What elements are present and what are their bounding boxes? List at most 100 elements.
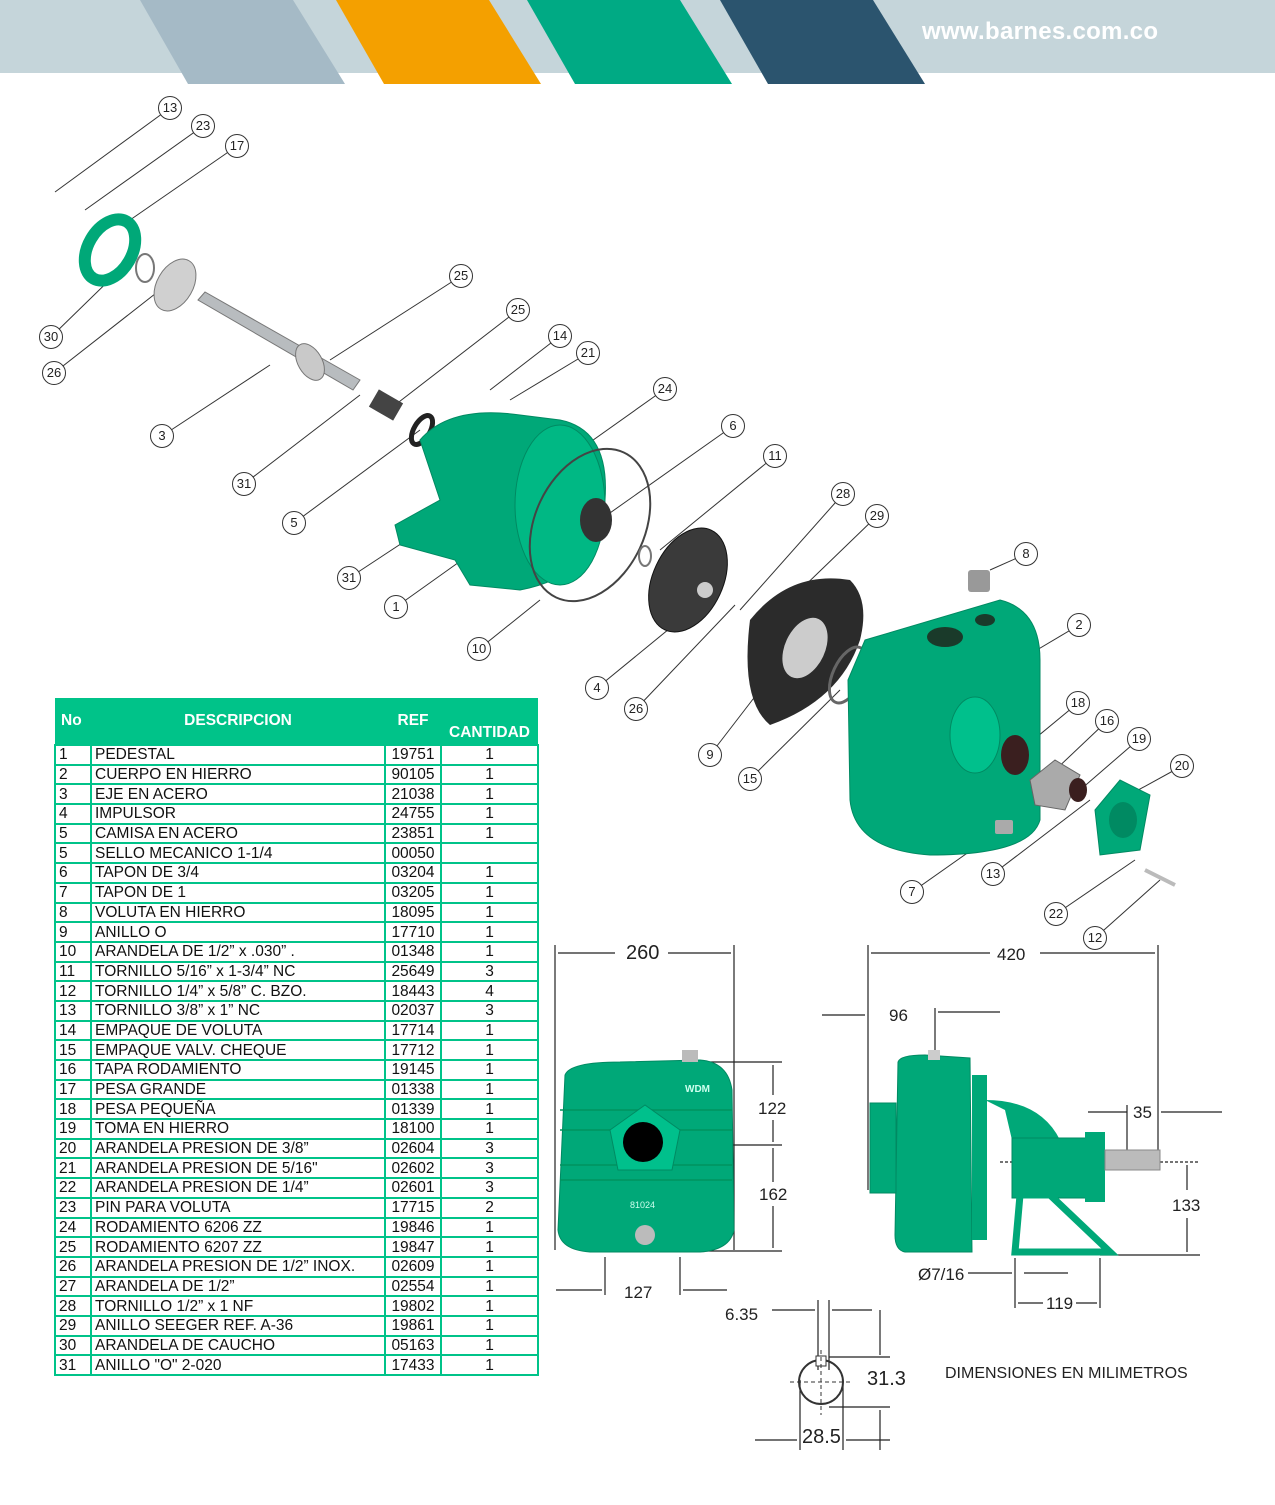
table-header-row: No DESCRIPCION REF CANTIDAD bbox=[55, 698, 538, 745]
part-number: 10 bbox=[54, 940, 92, 963]
part-reference: 19751 bbox=[384, 744, 442, 766]
callout-leader-line bbox=[129, 145, 238, 221]
part-callout: 28 bbox=[831, 482, 855, 506]
part-description: ARANDELA PRESION DE 3/8” bbox=[90, 1137, 386, 1160]
part-quantity: 1 bbox=[440, 1078, 539, 1101]
part-number: 11 bbox=[54, 960, 92, 983]
part-callout: 31 bbox=[232, 472, 256, 496]
part-quantity: 1 bbox=[440, 1216, 539, 1239]
part-number: 21 bbox=[54, 1157, 92, 1180]
part-description: ARANDELA DE CAUCHO bbox=[90, 1334, 386, 1357]
part-description: TAPON DE 1 bbox=[90, 881, 386, 904]
col-header-quantity: CANTIDAD bbox=[441, 698, 538, 745]
part-description: PESA PEQUEÑA bbox=[90, 1098, 386, 1121]
part-reference: 24755 bbox=[384, 803, 442, 825]
part-description: PEDESTAL bbox=[90, 744, 386, 766]
part-quantity: 1 bbox=[440, 1314, 539, 1337]
part-callout: 18 bbox=[1066, 691, 1090, 715]
part-quantity: 3 bbox=[440, 1157, 539, 1180]
part-quantity: 1 bbox=[440, 1118, 539, 1140]
part-callout: 6 bbox=[721, 414, 745, 438]
part-callout: 30 bbox=[39, 325, 63, 349]
part-reference: 18443 bbox=[384, 980, 442, 1002]
part-description: RODAMIENTO 6206 ZZ bbox=[90, 1216, 386, 1239]
part-reference: 23851 bbox=[384, 822, 442, 845]
part-number: 25 bbox=[54, 1236, 92, 1258]
impeller-part bbox=[648, 527, 728, 633]
part-number: 8 bbox=[54, 901, 92, 924]
dim-front-width: 260 bbox=[623, 942, 663, 965]
part-description: ANILLO "O" 2-020 bbox=[90, 1354, 386, 1376]
part-description: EMPAQUE DE VOLUTA bbox=[90, 1019, 386, 1042]
callout-leader-line bbox=[635, 604, 736, 710]
part-number: 18 bbox=[54, 1098, 92, 1121]
part-number: 27 bbox=[54, 1275, 92, 1298]
part-description: IMPULSOR bbox=[90, 803, 386, 825]
dim-foot-spacing: 119 bbox=[1043, 1294, 1077, 1314]
website-url[interactable]: www.barnes.com.co bbox=[922, 18, 1159, 45]
part-reference: 19847 bbox=[384, 1236, 442, 1258]
part-quantity bbox=[440, 842, 539, 865]
callout-leader-line bbox=[599, 425, 734, 521]
part-description: PIN PARA VOLUTA bbox=[90, 1196, 386, 1219]
part-number: 20 bbox=[54, 1137, 92, 1160]
part-quantity: 2 bbox=[440, 1196, 539, 1219]
callout-leader-line bbox=[489, 335, 561, 391]
part-number: 7 bbox=[54, 881, 92, 904]
part-description: RODAMIENTO 6207 ZZ bbox=[90, 1236, 386, 1258]
front-label-brand: WDM bbox=[685, 1084, 710, 1095]
part-callout: 13 bbox=[981, 862, 1005, 886]
part-reference: 19861 bbox=[384, 1314, 442, 1337]
dim-hole-diameter: Ø7/16 bbox=[915, 1265, 968, 1285]
callout-leader-line bbox=[54, 107, 171, 193]
part-description: ANILLO SEEGER REF. A-36 bbox=[90, 1314, 386, 1337]
part-callout: 29 bbox=[865, 504, 889, 528]
part-reference: 17715 bbox=[384, 1196, 442, 1219]
part-callout: 26 bbox=[42, 361, 66, 385]
part-quantity: 3 bbox=[440, 1177, 539, 1199]
part-description: CUERPO EN HIERRO bbox=[90, 763, 386, 786]
part-reference: 21038 bbox=[384, 783, 442, 806]
part-callout: 14 bbox=[548, 324, 572, 348]
part-quantity: 1 bbox=[440, 783, 539, 806]
part-callout: 15 bbox=[738, 767, 762, 791]
part-reference: 19145 bbox=[384, 1059, 442, 1081]
pedestal-part bbox=[394, 412, 612, 591]
callout-leader-line bbox=[1079, 738, 1140, 791]
dim-shaft-diameter: 28.5 bbox=[802, 1426, 841, 1448]
part-number: 28 bbox=[54, 1295, 92, 1317]
part-description: ANILLO O bbox=[90, 921, 386, 943]
part-description: EJE EN ACERO bbox=[90, 783, 386, 806]
part-quantity: 1 bbox=[440, 921, 539, 943]
callout-leader-line bbox=[243, 394, 361, 485]
dim-key-width: 6.35 bbox=[722, 1305, 762, 1325]
part-number: 23 bbox=[54, 1196, 92, 1219]
part-number: 31 bbox=[54, 1354, 92, 1376]
callout-leader-line bbox=[478, 599, 541, 650]
part-reference: 02604 bbox=[384, 1137, 442, 1160]
part-callout: 26 bbox=[624, 697, 648, 721]
callout-leader-line bbox=[509, 352, 589, 401]
part-number: 29 bbox=[54, 1314, 92, 1337]
suction-flange-part bbox=[1094, 779, 1151, 856]
callout-leader-line bbox=[53, 289, 161, 374]
part-quantity: 1 bbox=[440, 940, 539, 963]
side-view-pump bbox=[869, 1050, 1161, 1256]
part-description: TOMA EN HIERRO bbox=[90, 1118, 386, 1140]
callout-leader-line bbox=[749, 689, 841, 780]
